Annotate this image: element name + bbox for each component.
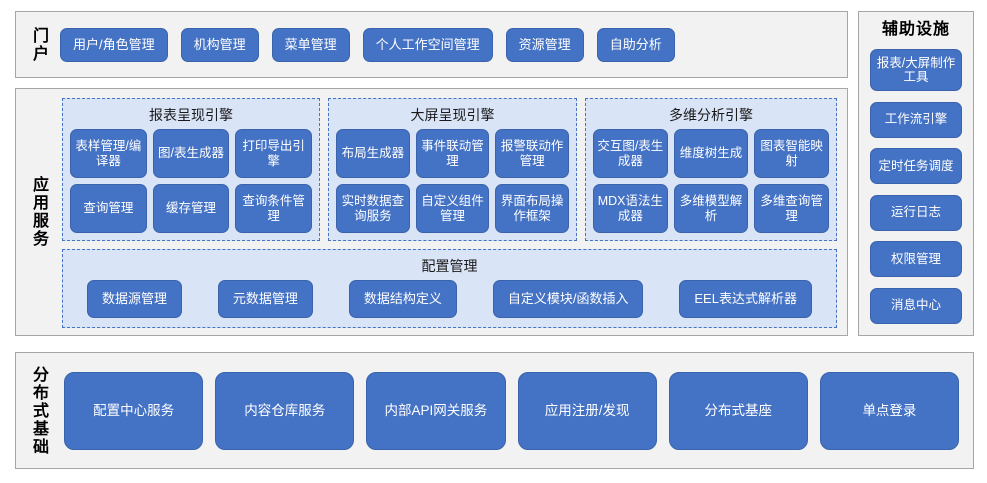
portal-layer-panel: 门户 用户/角色管理 机构管理 菜单管理 个人工作空间管理 资源管理 自助分析 <box>15 11 848 78</box>
aux-item-runtime-log[interactable]: 运行日志 <box>870 194 962 231</box>
screen-item-layout-generator[interactable]: 布局生成器 <box>336 129 410 178</box>
screen-item-realtime-data-query-service[interactable]: 实时数据查询服务 <box>336 184 410 233</box>
portal-layer-title: 门户 <box>30 26 47 63</box>
dist-item-internal-api-gateway-service[interactable]: 内部API网关服务 <box>366 371 506 450</box>
report-item-query-management[interactable]: 查询管理 <box>70 184 147 233</box>
aux-item-report-screen-authoring-tool[interactable]: 报表/大屏制作工具 <box>870 49 962 92</box>
report-item-template-management-compiler[interactable]: 表样管理/编译器 <box>70 129 147 178</box>
multi-item-chart-intelligent-mapping[interactable]: 图表智能映射 <box>754 129 829 178</box>
report-item-query-condition-management[interactable]: 查询条件管理 <box>235 184 312 233</box>
portal-item-self-service-analysis[interactable]: 自助分析 <box>596 27 675 62</box>
portal-item-personal-workspace-management[interactable]: 个人工作空间管理 <box>362 27 493 62</box>
dist-item-distributed-base[interactable]: 分布式基座 <box>668 371 808 450</box>
group-title-multidimensional-analysis-engine: 多维分析引擎 <box>669 107 753 123</box>
auxiliary-facilities-panel: 辅助设施 报表/大屏制作工具 工作流引擎 定时任务调度 运行日志 权限管理 消息… <box>858 11 974 336</box>
group-large-screen-presentation-engine: 大屏呈现引擎 布局生成器 事件联动管理 报警联动作管理 实时数据查询服务 自定义… <box>328 98 577 241</box>
aux-item-scheduled-task-scheduler[interactable]: 定时任务调度 <box>870 148 962 185</box>
group-grid-multidimensional-analysis-engine: 交互图/表生成器 维度树生成 图表智能映射 MDX语法生成器 多维模型解析 多维… <box>593 129 829 233</box>
configuration-items-container: 数据源管理 元数据管理 数据结构定义 自定义模块/函数插入 EEL表达式解析器 <box>73 280 826 318</box>
screen-item-event-linkage-management[interactable]: 事件联动管理 <box>415 129 490 178</box>
dist-item-content-repository-service[interactable]: 内容仓库服务 <box>215 371 355 450</box>
group-multidimensional-analysis-engine: 多维分析引擎 交互图/表生成器 维度树生成 图表智能映射 MDX语法生成器 多维… <box>585 98 837 241</box>
screen-item-custom-component-management[interactable]: 自定义组件管理 <box>415 184 490 233</box>
multi-item-mdx-syntax-generator[interactable]: MDX语法生成器 <box>593 184 668 233</box>
group-title-configuration-management: 配置管理 <box>421 258 478 274</box>
auxiliary-facilities-title: 辅助设施 <box>881 21 950 38</box>
multi-item-interactive-chart-table-generator[interactable]: 交互图/表生成器 <box>593 129 668 178</box>
portal-item-user-role-management[interactable]: 用户/角色管理 <box>60 27 168 62</box>
distributed-foundation-panel: 分布式基础 配置中心服务 内容仓库服务 内部API网关服务 应用注册/发现 分布… <box>15 352 974 469</box>
group-grid-large-screen-presentation-engine: 布局生成器 事件联动管理 报警联动作管理 实时数据查询服务 自定义组件管理 界面… <box>336 129 569 233</box>
multi-item-multidimensional-model-parsing[interactable]: 多维模型解析 <box>673 184 749 233</box>
config-item-eel-expression-parser[interactable]: EEL表达式解析器 <box>679 280 812 318</box>
group-configuration-management: 配置管理 数据源管理 元数据管理 数据结构定义 自定义模块/函数插入 EEL表达… <box>62 249 837 328</box>
engine-groups-row: 报表呈现引擎 表样管理/编译器 图/表生成器 打印导出引擎 查询管理 缓存管理 … <box>62 98 837 241</box>
application-services-body: 报表呈现引擎 表样管理/编译器 图/表生成器 打印导出引擎 查询管理 缓存管理 … <box>60 89 847 335</box>
report-item-chart-table-generator[interactable]: 图/表生成器 <box>152 129 230 178</box>
screen-item-ui-layout-operation-framework[interactable]: 界面布局操作框架 <box>495 184 569 233</box>
aux-item-permission-management[interactable]: 权限管理 <box>870 241 962 278</box>
portal-item-org-management[interactable]: 机构管理 <box>180 27 259 62</box>
portal-item-resource-management[interactable]: 资源管理 <box>505 27 584 62</box>
aux-item-workflow-engine[interactable]: 工作流引擎 <box>870 101 962 138</box>
dist-item-application-registry-discovery[interactable]: 应用注册/发现 <box>517 371 657 450</box>
distributed-items-container: 配置中心服务 内容仓库服务 内部API网关服务 应用注册/发现 分布式基座 单点… <box>60 353 973 468</box>
auxiliary-items-container: 报表/大屏制作工具 工作流引擎 定时任务调度 运行日志 权限管理 消息中心 <box>859 42 973 335</box>
multi-item-multidimensional-query-management[interactable]: 多维查询管理 <box>754 184 829 233</box>
config-item-metadata-management[interactable]: 元数据管理 <box>217 280 313 318</box>
group-report-presentation-engine: 报表呈现引擎 表样管理/编译器 图/表生成器 打印导出引擎 查询管理 缓存管理 … <box>62 98 320 241</box>
aux-item-message-center[interactable]: 消息中心 <box>870 287 962 324</box>
config-item-custom-module-function-insertion[interactable]: 自定义模块/函数插入 <box>492 280 644 318</box>
report-item-print-export-engine[interactable]: 打印导出引擎 <box>235 129 312 178</box>
portal-items-container: 用户/角色管理 机构管理 菜单管理 个人工作空间管理 资源管理 自助分析 <box>60 12 847 77</box>
multi-item-dimension-tree-generation[interactable]: 维度树生成 <box>673 129 749 178</box>
application-services-panel: 应用服务 报表呈现引擎 表样管理/编译器 图/表生成器 打印导出引擎 查询管理 … <box>15 88 848 336</box>
screen-item-alarm-linkage-action-management[interactable]: 报警联动作管理 <box>495 129 569 178</box>
application-services-title: 应用服务 <box>30 176 47 248</box>
config-item-data-structure-definition[interactable]: 数据结构定义 <box>348 280 457 318</box>
dist-item-config-center-service[interactable]: 配置中心服务 <box>64 371 204 450</box>
group-title-large-screen-presentation-engine: 大屏呈现引擎 <box>410 107 495 123</box>
portal-item-menu-management[interactable]: 菜单管理 <box>271 27 350 62</box>
config-item-datasource-management[interactable]: 数据源管理 <box>86 280 182 318</box>
dist-item-single-sign-on[interactable]: 单点登录 <box>819 371 960 450</box>
group-grid-report-presentation-engine: 表样管理/编译器 图/表生成器 打印导出引擎 查询管理 缓存管理 查询条件管理 <box>70 129 312 233</box>
distributed-foundation-title: 分布式基础 <box>30 365 47 456</box>
group-title-report-presentation-engine: 报表呈现引擎 <box>149 107 233 123</box>
report-item-cache-management[interactable]: 缓存管理 <box>152 184 230 233</box>
